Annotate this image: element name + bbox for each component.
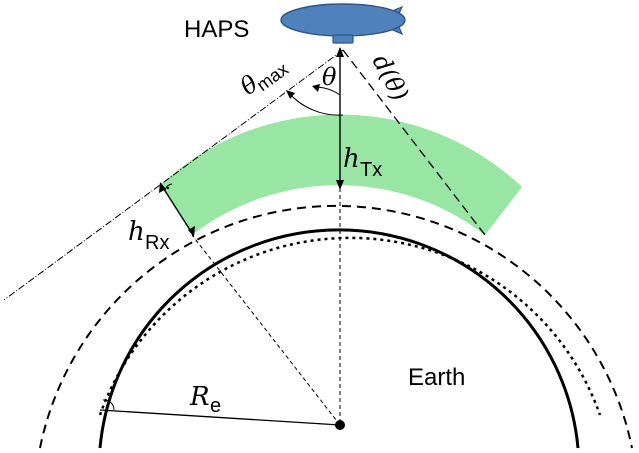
right-angle-dot-radius: [105, 404, 109, 408]
svg-text:e: e: [210, 395, 221, 417]
h-tx-arrowhead-top: [336, 47, 344, 57]
h-rx-label: h Rx: [128, 217, 169, 254]
haps-label: HAPS: [184, 16, 249, 43]
svg-text:Tx: Tx: [360, 159, 382, 181]
distance-label: d(θ): [367, 50, 415, 106]
slant-distance-line: [342, 49, 486, 236]
coverage-band: [160, 114, 522, 235]
theta-arc-arrowhead: [312, 84, 320, 92]
earth-surface: [98, 228, 580, 449]
h-rx-arrowhead-bottom: [188, 226, 195, 237]
h-tx-label: h Tx: [343, 144, 382, 181]
max-angle-line: [3, 49, 344, 301]
earth-radius-line: [99, 409, 341, 426]
r-e-label: R e: [189, 382, 221, 417]
earth-center: [335, 420, 345, 430]
haps-blimp-icon: [280, 3, 412, 44]
svg-text:h: h: [343, 144, 360, 174]
right-angle-marker-radius: [102, 399, 115, 411]
svg-text:Rx: Rx: [145, 232, 169, 254]
theta-max-label: θ max: [235, 59, 292, 101]
h-tx-arrowhead-bottom: [336, 180, 344, 190]
theta-label: θ: [322, 63, 337, 91]
svg-text:R: R: [189, 382, 210, 412]
receiver-radial-line: [191, 234, 341, 426]
earth-label: Earth: [408, 364, 465, 391]
svg-text:h: h: [128, 217, 145, 247]
right-angle-marker-receiver: [164, 183, 173, 192]
h-rx-arrowhead-top: [159, 182, 166, 193]
haps-altitude-arc: [39, 204, 633, 449]
right-angle-dot-receiver: [166, 186, 170, 190]
theta-max-arc-arrowhead: [286, 90, 295, 99]
theta-max-angle-arc: [287, 91, 344, 116]
receiver-altitude-arc: [98, 236, 602, 416]
h-rx-arrow: [161, 185, 193, 234]
